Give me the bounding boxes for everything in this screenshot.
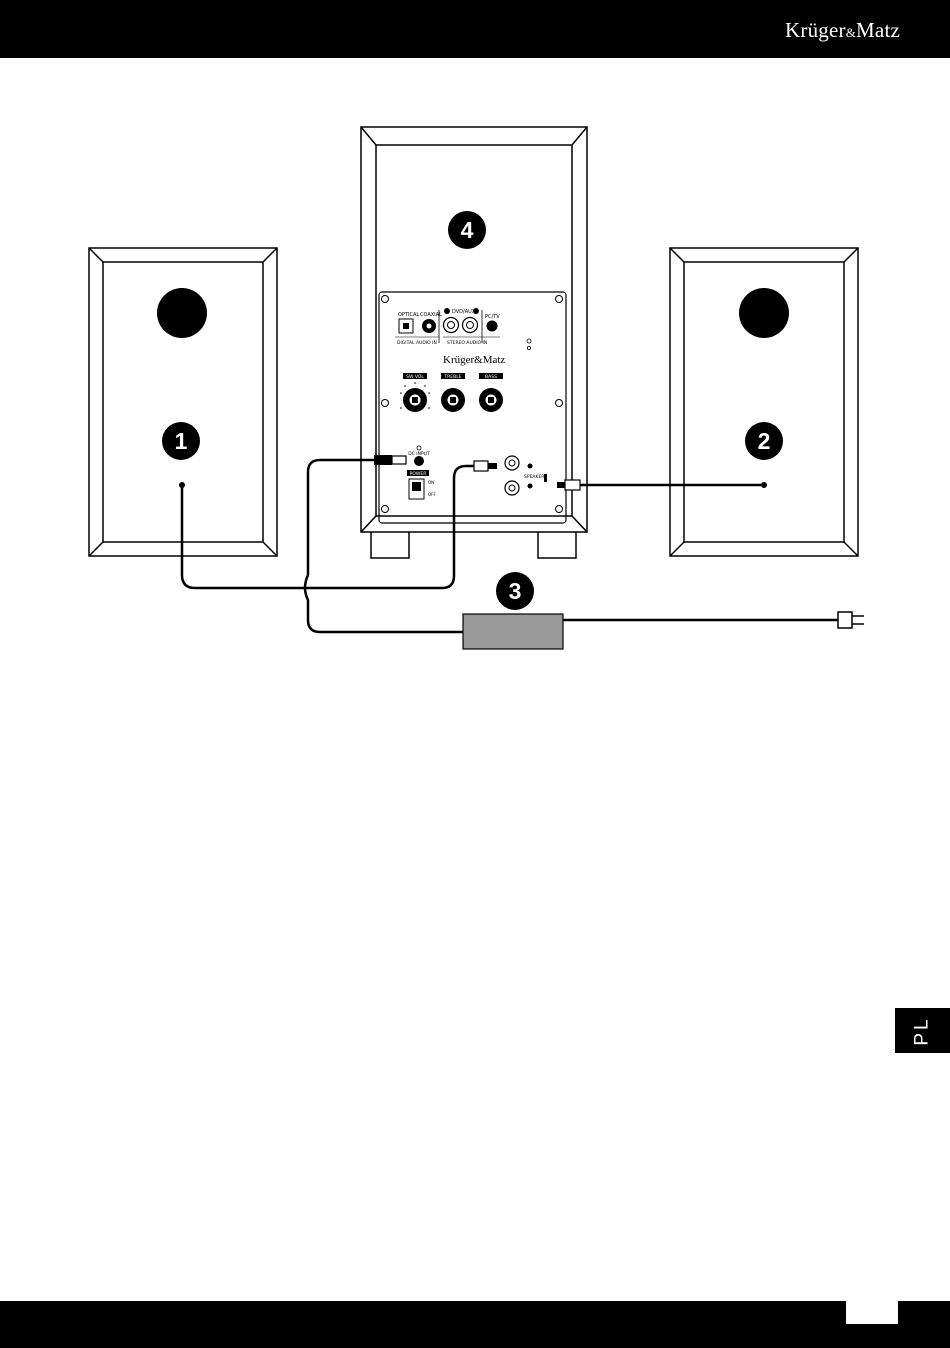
language-tab: PL bbox=[895, 1008, 950, 1053]
svg-text:4: 4 bbox=[461, 217, 474, 243]
dvd-aux-label: DVD/AUX bbox=[452, 309, 476, 315]
footer-bar bbox=[0, 1301, 950, 1348]
page-number-box bbox=[846, 1301, 898, 1324]
knob-bass bbox=[479, 388, 503, 412]
callout-4: 4 bbox=[448, 211, 486, 249]
knob-sw-vol bbox=[403, 388, 427, 412]
svg-text:2: 2 bbox=[758, 428, 771, 454]
right-speaker-driver bbox=[739, 288, 789, 338]
speaker-out-top bbox=[505, 456, 519, 470]
rca-right-port bbox=[463, 318, 478, 333]
power-off-label: OFF bbox=[428, 492, 436, 497]
knob-label-treble: TREBLE bbox=[443, 374, 461, 380]
callout-1: 1 bbox=[162, 422, 200, 460]
power-on-label: ON bbox=[428, 480, 434, 485]
knob-label-bass: BASS bbox=[485, 374, 497, 380]
dc-input-port bbox=[414, 456, 424, 466]
left-speaker-plug bbox=[474, 461, 497, 471]
optical-label: OPTICAL bbox=[398, 312, 419, 318]
knob-treble bbox=[441, 388, 465, 412]
power-label: POWER bbox=[410, 471, 427, 477]
dc-power-cable bbox=[305, 460, 464, 632]
right-speaker-plug bbox=[557, 480, 580, 490]
digital-audio-in-label: DIGITAL AUDIO IN bbox=[397, 340, 437, 346]
power-adapter bbox=[463, 614, 563, 649]
pc-tv-label: PC/TV bbox=[485, 314, 500, 320]
optical-port-inner bbox=[403, 323, 409, 329]
callout-3: 3 bbox=[496, 572, 534, 610]
subwoofer-rear-panel: OPTICAL COAXIAL DIGITAL AUDIO IN DVD/AUX… bbox=[379, 292, 566, 523]
pc-tv-port bbox=[487, 321, 498, 332]
left-speaker-driver bbox=[157, 288, 207, 338]
dc-plug bbox=[374, 455, 406, 465]
speaker-out-bottom bbox=[505, 481, 519, 495]
speaker-label: SPEAKER bbox=[524, 474, 544, 480]
knob-label-sw-vol: SW VOL bbox=[406, 374, 424, 380]
rca-left-port bbox=[444, 318, 459, 333]
language-label: PL bbox=[912, 1016, 934, 1045]
mains-plug bbox=[838, 612, 864, 628]
panel-brand: Krüger&Matz bbox=[443, 354, 505, 366]
callout-2: 2 bbox=[745, 422, 783, 460]
svg-text:3: 3 bbox=[509, 578, 522, 604]
right-speaker bbox=[670, 248, 858, 556]
svg-text:1: 1 bbox=[175, 428, 188, 454]
stereo-audio-in-label: STEREO AUDIO IN bbox=[447, 340, 487, 346]
